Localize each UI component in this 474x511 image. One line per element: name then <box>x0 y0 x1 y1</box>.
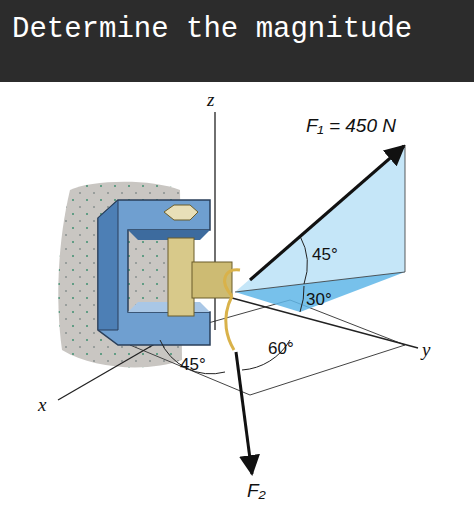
title-banner: Determine the magnitude <box>12 14 412 46</box>
axis-label: y <box>422 340 430 361</box>
force-label: F₁ = 450 N <box>306 116 396 137</box>
force-label: F₂ <box>247 481 266 502</box>
angle-label: 45° <box>180 356 206 375</box>
angle-label: 45° <box>312 246 338 265</box>
axis-label: z <box>207 90 214 111</box>
axis-label: x <box>38 395 46 416</box>
angle-label: 30° <box>306 291 332 310</box>
angle-label: 60° <box>268 340 294 359</box>
banner <box>0 0 474 82</box>
